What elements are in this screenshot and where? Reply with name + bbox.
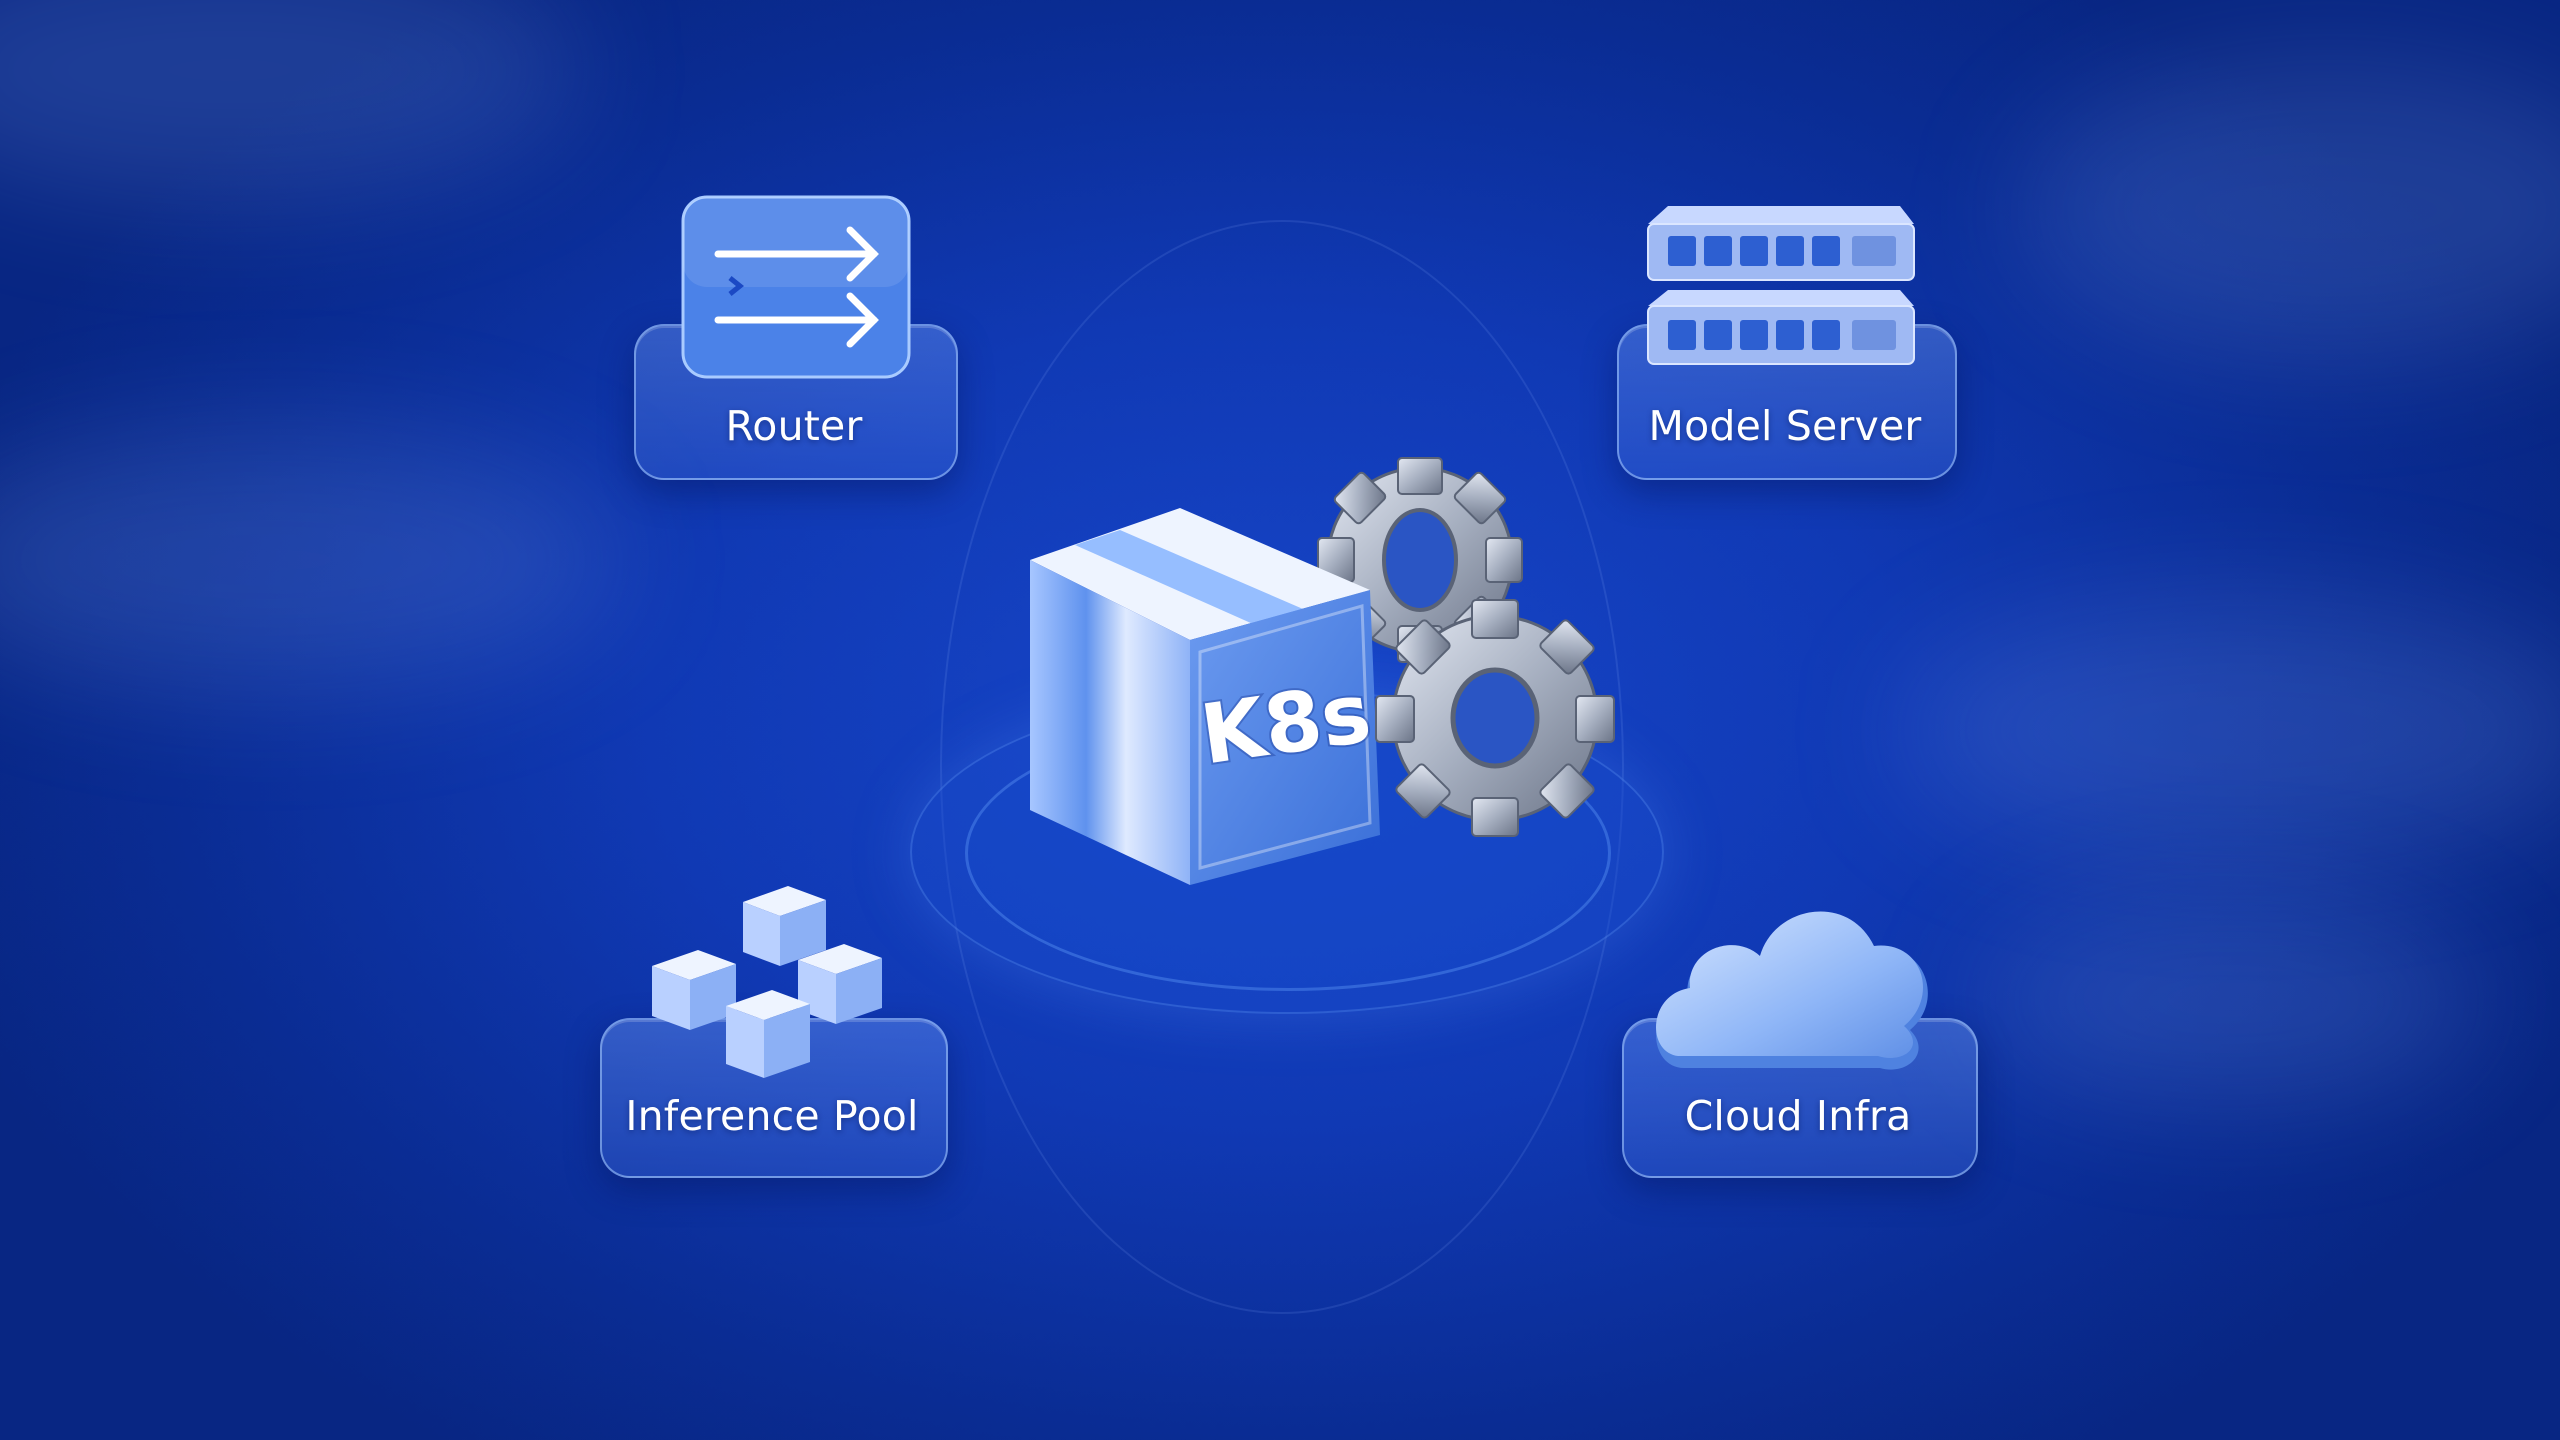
router-label: Router	[725, 402, 863, 450]
mini-cube	[652, 950, 736, 1030]
mini-cube	[798, 944, 882, 1024]
server-icon	[1647, 206, 1915, 365]
server-rack-bottom	[1647, 290, 1915, 365]
router-node: Router	[632, 195, 962, 486]
gear-icon	[1375, 599, 1615, 837]
router-icon	[681, 195, 911, 379]
mini-cube	[726, 990, 810, 1078]
cube-icon: K8s	[1030, 508, 1380, 885]
inference-pool-label: Inference Pool	[625, 1092, 919, 1140]
background-haze	[2020, 60, 2560, 360]
model-server-node: Model Server	[1612, 196, 1962, 486]
cloud-infra-label: Cloud Infra	[1684, 1092, 1912, 1140]
model-server-label: Model Server	[1648, 402, 1922, 450]
mini-cube	[743, 886, 826, 966]
cubes-icon	[652, 886, 882, 1078]
cloud-icon	[1656, 911, 1928, 1070]
background-haze	[1900, 600, 2560, 860]
orbit-ring-outer	[940, 220, 1624, 1314]
inference-pool-node: Inference Pool	[596, 880, 956, 1180]
background-haze	[1980, 900, 2480, 1100]
server-rack-top	[1647, 206, 1915, 281]
cloud-infra-node: Cloud Infra	[1618, 880, 1988, 1180]
background-haze	[0, 430, 620, 690]
